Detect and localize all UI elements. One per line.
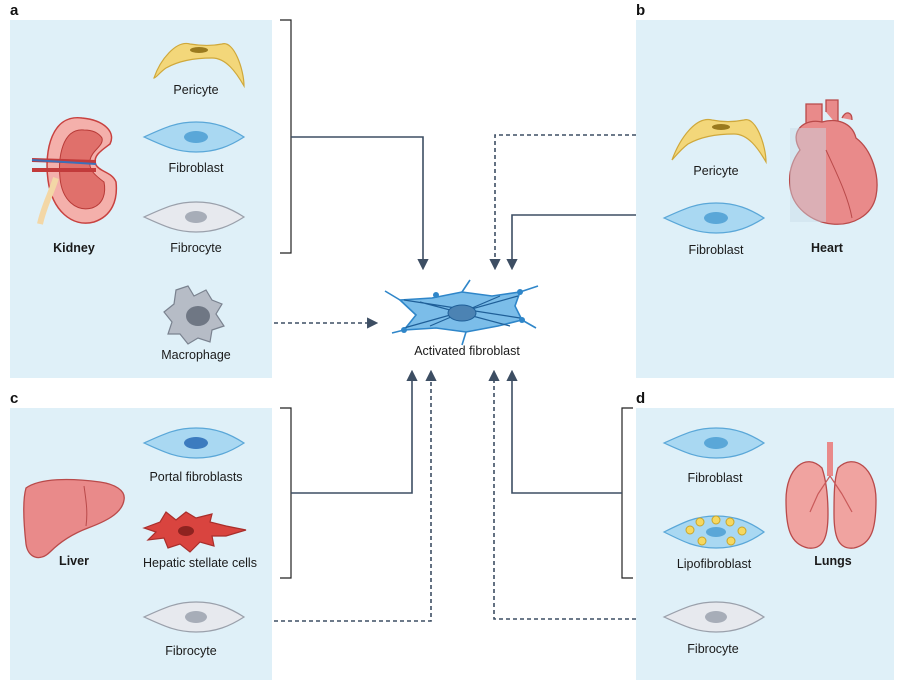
fibrocyte-nucleus-c [185,611,207,623]
lungs-icon [785,442,877,549]
fibrocyte-label-a: Fibrocyte [170,241,222,255]
kidney-label: Kidney [53,241,95,255]
panel-c-letter: c [10,390,19,407]
stellate-nucleus [178,526,194,536]
heart-label: Heart [811,241,843,255]
macrophage-nucleus [186,306,210,326]
fibrocyte-nucleus-a [185,211,207,223]
fibroblast-label-a: Fibroblast [168,161,224,175]
fibroblast-nucleus-d [704,437,728,449]
arrow-c-dashed [274,369,437,622]
pericyte-nucleus-b [712,124,730,130]
bracket-d [621,407,633,579]
arrow-c-solid [291,369,418,494]
fibrocyte-nucleus-d [705,611,727,623]
pericyte-nucleus-a [190,47,208,53]
lipofibroblast-label: Lipofibroblast [676,557,752,571]
pericyte-label-b: Pericyte [693,164,739,178]
panel-b-letter: b [636,2,646,19]
fibroblast-nucleus-b [704,212,728,224]
fibroblast-nucleus-a [184,131,208,143]
arrow-b-solid [506,214,636,271]
heart-icon [788,99,878,225]
fibrocyte-label-d: Fibrocyte [687,642,739,656]
activated-fibroblast-icon [384,279,539,346]
portal-fibroblasts-label: Portal fibroblasts [149,470,243,484]
lungs-label: Lungs [814,554,852,568]
bracket-a [280,19,292,254]
liver-label: Liver [59,554,89,568]
hepatic-stellate-cell-icon [142,511,247,553]
kidney-icon [31,117,118,225]
arrow-b-pericyte-dashed [489,134,636,271]
macrophage-label: Macrophage [161,348,231,362]
hepatic-stellate-cells-label: Hepatic stellate cells [143,556,257,570]
liver-lobe-line [83,485,88,527]
arrow-d-solid [506,369,622,494]
portal-fibroblast-nucleus [184,437,208,449]
panel-d-letter: d [636,390,646,407]
arrow-a-solid [291,136,429,271]
pericyte-label-a: Pericyte [173,83,219,97]
fibrocyte-label-c: Fibrocyte [165,644,217,658]
pericyte-icon-b [671,118,767,165]
arrow-d-dashed [488,369,636,620]
panel-a-letter: a [10,2,19,19]
bracket-c [280,407,292,579]
lipofibroblast-icon [662,515,766,549]
fibroblast-label-b: Fibroblast [688,243,744,257]
liver-icon [23,478,125,559]
pericyte-icon-a [153,42,245,89]
fibroblast-label-d: Fibroblast [687,471,743,485]
activated-fibroblast-label: Activated fibroblast [414,344,520,358]
